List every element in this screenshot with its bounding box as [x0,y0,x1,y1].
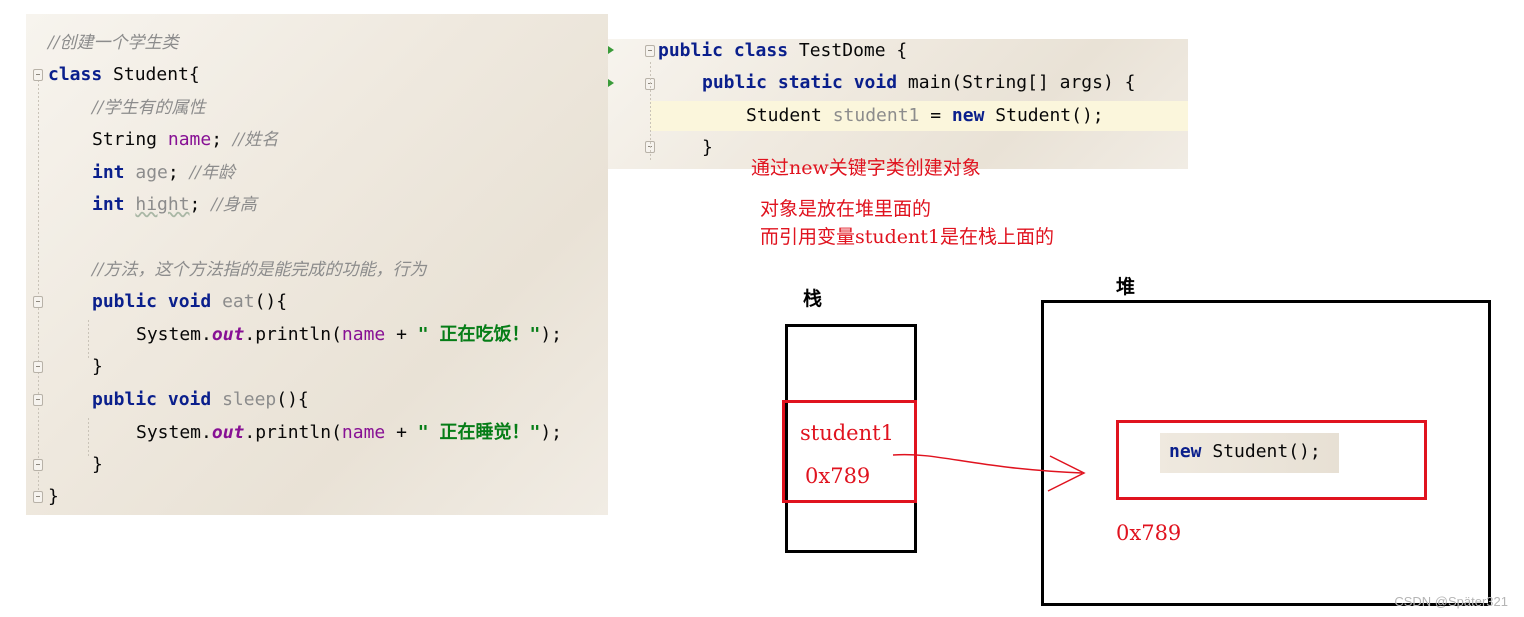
code-text: System. [136,324,212,345]
run-icon[interactable] [608,79,614,87]
code-keyword: public void [92,291,212,312]
code-comment: //方法，这个方法指的是能完成的功能，行为 [92,260,427,280]
code-text: .println( [244,324,342,345]
code-line-14: } [48,485,59,509]
heap-label: 堆 [1116,276,1136,298]
reference-name: student1 [800,421,894,445]
object-address: 0x789 [1116,521,1182,545]
note-line-3: 而引用变量student1是在栈上面的 [760,226,1054,248]
code-line-4: String name; //姓名 [92,128,278,152]
gutter-guide [88,418,89,458]
code-keyword: public static void [702,72,898,93]
code-comment: //创建一个学生类 [48,33,179,53]
code-keyword: int [92,162,125,183]
code-text: ); [540,324,562,345]
code-text: Student(); [1201,441,1321,462]
code-comment: //姓名 [232,130,279,150]
fold-icon[interactable] [33,296,43,308]
reference-address: 0x789 [805,464,871,488]
code-text: Student(); [984,105,1104,126]
code-line-3: //学生有的属性 [92,96,205,120]
watermark: CSDN @Später321 [1394,594,1508,609]
code-text: + [385,324,418,345]
code-keyword: public class [658,40,789,61]
code-comment: //年龄 [189,163,236,183]
code-field: name [341,422,386,443]
code-line-5: int age; //年龄 [92,161,235,185]
code-line-8: public void eat(){ [92,290,287,314]
gutter-guide [38,80,39,500]
code-line-12: System.out.println(name + " 正在睡觉！"); [136,421,562,445]
code-text: TestDome { [788,40,908,61]
reference-box [782,400,917,503]
code-text: ; [211,129,233,150]
code-comment: //身高 [211,195,257,215]
code-text: ); [540,422,562,443]
gutter-guide [88,320,89,360]
code-method: eat [222,291,255,312]
code-field: age [135,162,168,183]
code-line-7: //方法，这个方法指的是能完成的功能，行为 [92,258,426,282]
fold-icon[interactable] [33,459,43,471]
code-keyword: new [951,105,985,126]
test-code-line-1: public class TestDome { [658,39,907,63]
code-text: ; [167,162,190,183]
code-text: + [385,422,418,443]
code-variable: student1 [832,105,920,126]
code-field: out [211,324,245,345]
test-code-line-4: } [702,136,713,160]
fold-icon[interactable] [645,45,655,57]
code-comment: //学生有的属性 [92,98,206,118]
left-code-panel [26,14,608,515]
code-text: ; [189,194,212,215]
code-field: hight [135,194,190,215]
test-code-line-2: public static void main(String[] args) { [702,71,1136,95]
code-line-6: int hight; //身高 [92,193,257,217]
code-keyword: class [48,64,103,85]
note-line-2: 对象是放在堆里面的 [760,198,932,220]
code-line-9: System.out.println(name + " 正在吃饭！"); [136,323,562,347]
code-method: sleep [222,389,277,410]
code-field: name [167,129,212,150]
fold-icon[interactable] [33,69,43,81]
note-line-1: 通过new关键字类创建对象 [751,157,981,179]
code-text: (){ [254,291,288,312]
code-string: " 正在吃饭！" [417,324,541,345]
code-field: name [341,324,386,345]
current-line-highlight [650,101,1188,131]
test-code-line-3: Student student1 = new Student(); [746,104,1104,128]
heap-box [1041,300,1491,606]
code-text: main(String[] args) { [897,72,1136,93]
object-box [1116,420,1427,500]
code-text: System. [136,422,212,443]
object-code: new Student(); [1169,440,1321,464]
stack-label: 栈 [803,288,823,310]
fold-icon[interactable] [33,394,43,406]
code-text: = [919,105,952,126]
code-text: Student{ [102,64,200,85]
code-text: } [48,486,59,507]
object-code-chip [1160,433,1339,473]
fold-icon[interactable] [33,361,43,373]
code-keyword: int [92,194,125,215]
code-line-2: class Student{ [48,63,200,87]
code-text: Student [746,105,833,126]
code-keyword: public void [92,389,212,410]
code-text: (){ [276,389,309,410]
fold-icon[interactable] [33,491,43,503]
code-keyword: new [1169,441,1202,462]
code-line-13: } [92,453,103,477]
code-text: } [92,454,103,475]
code-text: } [92,356,103,377]
gutter-guide [650,62,651,162]
code-field: out [211,422,245,443]
code-text: } [702,137,713,158]
code-string: " 正在睡觉！" [417,422,541,443]
code-text: .println( [244,422,342,443]
run-icon[interactable] [608,46,614,54]
code-line-10: } [92,355,103,379]
code-text: String [92,129,168,150]
code-line-1: //创建一个学生类 [48,31,178,55]
code-line-11: public void sleep(){ [92,388,309,412]
